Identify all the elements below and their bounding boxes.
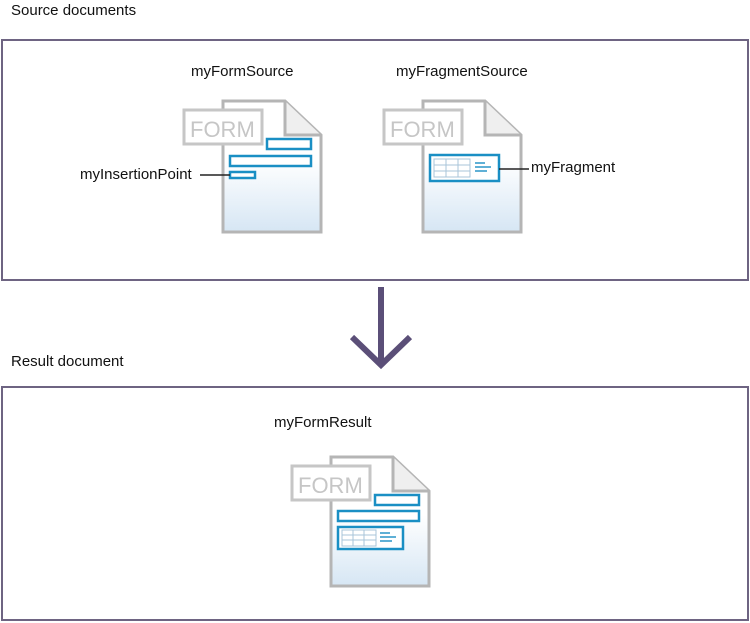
insertion-point-label: myInsertionPoint xyxy=(80,166,192,183)
source-documents-panel xyxy=(1,39,749,281)
svg-text:FORM: FORM xyxy=(390,117,455,142)
result-document-title: Result document xyxy=(11,353,124,370)
insertion-point-leader-line xyxy=(200,174,230,176)
form-result-label: myFormResult xyxy=(274,414,372,431)
form-result-document-icon: FORM xyxy=(290,455,431,588)
arrow-down-icon xyxy=(349,287,413,370)
source-documents-title: Source documents xyxy=(11,2,137,19)
fragment-source-label: myFragmentSource xyxy=(396,63,528,80)
form-source-document-icon: FORM xyxy=(182,99,323,234)
fragment-source-document-icon: FORM xyxy=(382,99,523,234)
fragment-label: myFragment xyxy=(531,159,616,176)
svg-text:FORM: FORM xyxy=(298,473,363,498)
svg-text:FORM: FORM xyxy=(190,117,255,142)
form-source-label: myFormSource xyxy=(191,63,294,80)
fragment-leader-line xyxy=(499,168,529,170)
